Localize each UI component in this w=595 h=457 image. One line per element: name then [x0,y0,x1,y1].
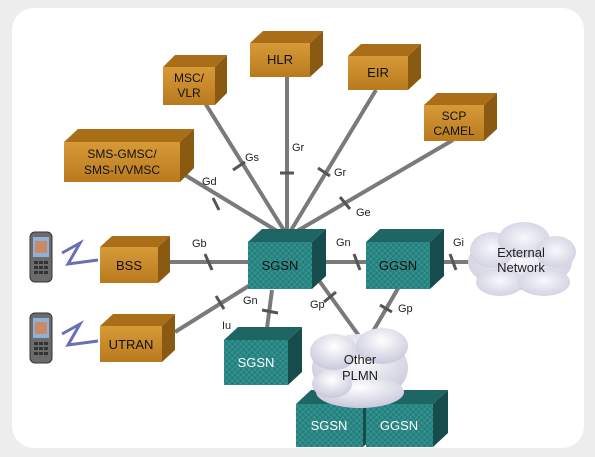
radio-link-bss [61,239,99,266]
external-network-line2: Network [497,260,545,275]
node-sms-gmsc-line2: SMS-IVVMSC [84,163,160,177]
node-ggsn-main-label: GGSN [379,258,417,273]
iface-gr-hlr-label: Gr [292,142,305,154]
external-network-line1: External [497,245,545,260]
node-eir-label: EIR [367,65,389,80]
node-sgsn-other-label: SGSN [311,418,348,433]
iface-iu-label: Iu [222,320,231,332]
node-scp-camel-line1: SCP [442,109,467,123]
node-msc-vlr: MSC/ VLR [163,55,227,105]
iface-ge-label: Ge [356,207,371,219]
node-sgsn-main-label: SGSN [262,258,299,273]
node-sgsn-second: SGSN [224,327,302,385]
mobile-phone-icon [29,231,53,283]
link-sgsn-plmn [313,273,364,342]
interface-ticks [203,160,458,315]
node-eir: EIR [348,44,421,90]
node-sgsn-main: SGSN [248,229,326,289]
node-ggsn-other-label: GGSN [380,418,418,433]
iface-gd-label: Gd [202,176,217,188]
interface-labels: Gs Gr Gr Gd Ge Gb Iu Gn Gn Gi Gp Gp [192,142,464,332]
node-bss-label: BSS [116,258,142,273]
iface-gb-label: Gb [192,238,207,250]
iface-gn-ggsn-label: Gn [336,237,351,249]
radio-link-utran [61,320,99,347]
node-ggsn-other: GGSN [366,390,448,447]
link-utran-sgsn [173,280,257,334]
node-utran: UTRAN [100,314,175,362]
node-bss: BSS [100,236,170,283]
link-eir-sgsn [288,88,378,234]
node-hlr: HLR [250,31,323,77]
node-hlr-label: HLR [267,52,293,67]
node-utran-label: UTRAN [109,337,154,352]
other-plmn-cloud: Other PLMN [310,328,408,408]
node-sms-gmsc: SMS-GMSC/ SMS-IVVMSC [64,129,194,182]
node-scp-camel: SCP CAMEL [424,93,497,141]
iface-gs-label: Gs [245,152,260,164]
iface-gi-label: Gi [453,237,464,249]
iface-gr-eir-label: Gr [334,167,347,179]
other-plmn-line2: PLMN [342,368,378,383]
link-sgsn-sgsn [265,289,274,329]
iface-gp-left-label: Gp [310,299,325,311]
other-plmn-line1: Other [344,352,377,367]
node-msc-vlr-line2: VLR [177,86,201,100]
node-msc-vlr-line1: MSC/ [174,71,205,85]
iface-gp-right-label: Gp [398,303,413,315]
iface-gn-sgsn-label: Gn [243,295,258,307]
link-msc-sgsn [203,101,287,234]
link-sms-sgsn [178,170,284,236]
node-sgsn-second-label: SGSN [238,355,275,370]
node-scp-camel-line2: CAMEL [433,124,475,138]
external-network-cloud: External Network [468,222,576,296]
node-sms-gmsc-line1: SMS-GMSC/ [87,147,157,161]
link-scp-sgsn [290,138,455,236]
node-ggsn-main: GGSN [366,229,444,289]
mobile-phone-icon [29,312,53,364]
